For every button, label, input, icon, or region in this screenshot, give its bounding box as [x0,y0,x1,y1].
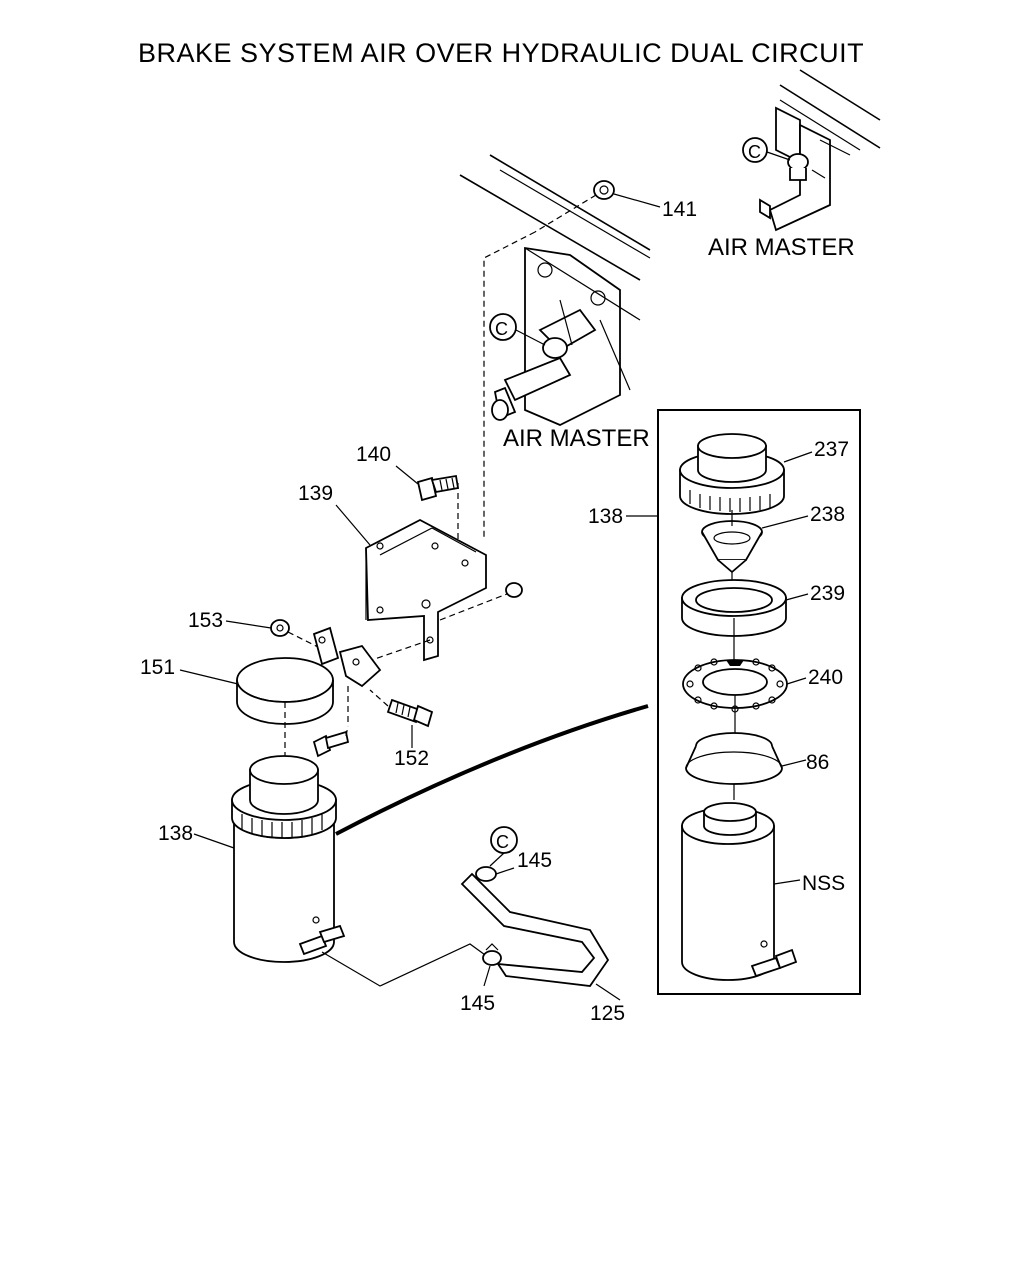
detail-box-callout-138: 138 [588,505,623,528]
filter-238: 238 [701,503,845,574]
detail-leader-line [335,704,649,836]
callout-153: 153 [188,609,223,632]
reservoir-138: 138 [158,702,346,963]
hose-125: 125 [321,872,625,1025]
bracket-nut [505,582,523,598]
clip-145-bottom: 145 [460,943,502,1015]
callout-nss: NSS [802,872,845,895]
callout-86: 86 [806,751,829,774]
clip-145-top: C 145 [475,826,552,882]
air-master-label-main: AIR MASTER [503,425,650,452]
callout-140: 140 [356,443,391,466]
callout-152: 152 [394,747,429,770]
nut-153: 153 [188,609,321,649]
bolt-140: 140 [356,443,460,560]
callout-238: 238 [810,503,845,526]
cap-237: 237 [679,433,849,515]
air-master-inset: C AIR MASTER [708,69,881,261]
callout-151: 151 [140,656,175,679]
callout-139: 139 [298,482,333,505]
reference-c-hose: C [496,832,509,852]
nut-141: 141 [534,180,697,233]
ring-239: 239 [681,579,845,637]
callout-141: 141 [662,198,697,221]
reference-c-label: C [748,142,761,162]
clamp-bolt [312,725,350,758]
diagram-title: BRAKE SYSTEM AIR OVER HYDRAULIC DUAL CIR… [138,38,864,68]
callout-240: 240 [808,666,843,689]
clamp-band-151: 151 [140,626,382,726]
bolt-152: 152 [369,689,434,770]
callout-237: 237 [814,438,849,461]
callout-138-main: 138 [158,822,193,845]
reservoir-body-nss: NSS [681,802,845,981]
gasket-240: 240 [682,658,843,713]
callout-239: 239 [810,582,845,605]
reservoir-detail-box: 138 237 [588,409,861,995]
reference-c-label-main: C [495,319,508,339]
mount-guide-line [483,231,536,540]
reference-c-marker-main [489,313,517,341]
bracket-139: 139 [298,482,513,665]
air-master-main: C AIR MASTER [459,154,651,452]
callout-145-top: 145 [517,849,552,872]
seal-86: 86 [685,732,829,785]
callout-145-bottom: 145 [460,992,495,1015]
air-master-label-inset: AIR MASTER [708,234,855,261]
reference-c-marker [742,137,768,163]
callout-125: 125 [590,1002,625,1025]
